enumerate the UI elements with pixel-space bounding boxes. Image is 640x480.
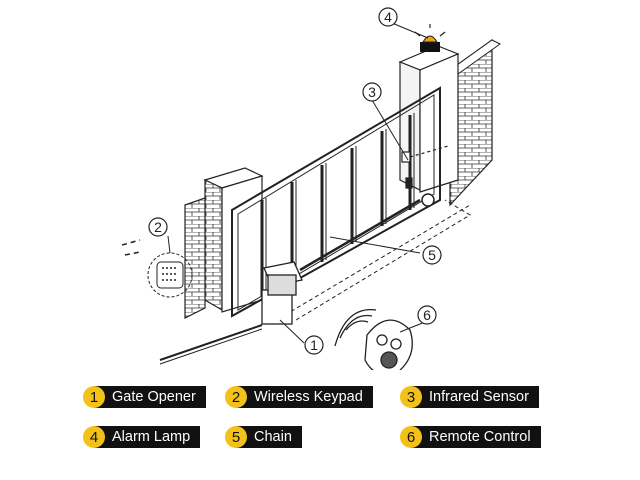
svg-text:1: 1 <box>310 337 318 353</box>
legend-label-gate-opener: Gate Opener <box>94 386 206 408</box>
ground-cable <box>159 324 263 365</box>
legend-number-1: 1 <box>83 386 105 408</box>
legend-number-5: 5 <box>225 426 247 448</box>
svg-text:4: 4 <box>384 9 392 25</box>
gate-installation-diagram: 4 3 2 5 6 1 <box>121 7 501 370</box>
legend-item-gate-opener: 1 Gate Opener <box>83 386 206 408</box>
legend-number-3: 3 <box>400 386 422 408</box>
legend-item-chain: 5 Chain <box>225 426 302 448</box>
legend-item-alarm-lamp: 4 Alarm Lamp <box>83 426 201 448</box>
svg-text:5: 5 <box>428 247 436 263</box>
legend-label-remote-control: Remote Control <box>411 426 541 448</box>
legend-number-2: 2 <box>225 386 247 408</box>
left-pillar <box>203 167 264 313</box>
legend-number-6: 6 <box>400 426 422 448</box>
svg-text:6: 6 <box>423 307 431 323</box>
left-brick-wall <box>184 197 206 319</box>
legend-item-wireless-keypad: 2 Wireless Keypad <box>225 386 373 408</box>
chain-track <box>284 193 471 321</box>
callout-6: 6 <box>417 305 437 325</box>
component-legend: 1 Gate Opener 2 Wireless Keypad 3 Infrar… <box>78 382 578 454</box>
callout-4: 4 <box>378 7 398 27</box>
legend-label-alarm-lamp: Alarm Lamp <box>94 426 201 448</box>
callout-3: 3 <box>362 82 382 102</box>
wireless-keypad <box>121 239 193 298</box>
legend-label-wireless-keypad: Wireless Keypad <box>236 386 373 408</box>
callout-1: 1 <box>304 335 324 355</box>
legend-item-infrared-sensor: 3 Infrared Sensor <box>400 386 539 408</box>
callout-5: 5 <box>422 245 442 265</box>
svg-text:3: 3 <box>368 84 376 100</box>
leader-lines <box>167 22 429 344</box>
remote-control <box>334 309 413 370</box>
callout-2: 2 <box>148 217 168 237</box>
gate-opener-unit <box>261 261 303 325</box>
svg-text:2: 2 <box>154 219 162 235</box>
legend-label-chain: Chain <box>236 426 302 448</box>
legend-number-4: 4 <box>83 426 105 448</box>
legend-item-remote-control: 6 Remote Control <box>400 426 541 448</box>
sliding-gate <box>231 86 441 318</box>
legend-label-infrared-sensor: Infrared Sensor <box>411 386 539 408</box>
